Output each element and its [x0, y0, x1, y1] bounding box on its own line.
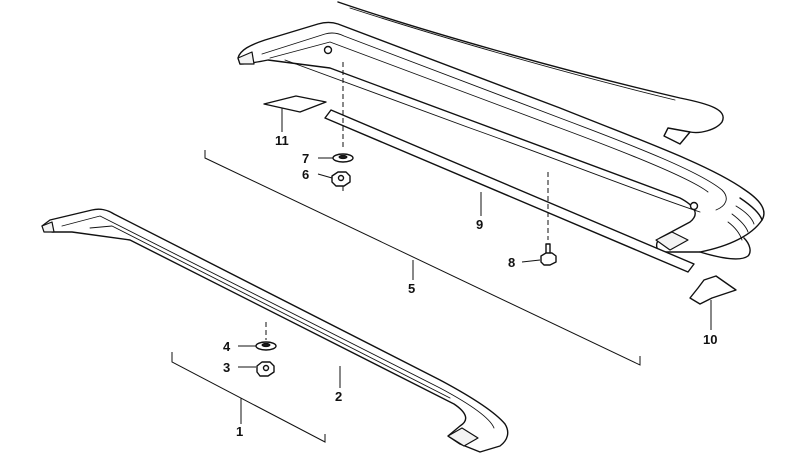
pad-11: [263, 95, 327, 113]
callout-5: 5: [408, 281, 415, 296]
rear-spoiler: [237, 1, 765, 260]
washer-4: [255, 341, 277, 351]
nut-6: [331, 171, 351, 187]
callout-7: 7: [302, 151, 309, 166]
washer-7: [332, 153, 354, 163]
callout-2: 2: [335, 389, 342, 404]
seal-strip: [324, 109, 695, 273]
bolt-8: [540, 243, 557, 266]
callout-8: 8: [508, 255, 515, 270]
callout-3: 3: [223, 360, 230, 375]
group-bracket-1: [171, 352, 326, 443]
callout-4: 4: [223, 339, 231, 354]
callout-11: 11: [275, 133, 289, 148]
callout-6: 6: [302, 167, 309, 182]
callout-9: 9: [476, 217, 483, 232]
group-bracket-5: [204, 150, 641, 366]
callout-10: 10: [703, 332, 717, 347]
callout-1: 1: [236, 424, 243, 439]
pad-10: [689, 275, 737, 305]
nut-3: [256, 361, 275, 377]
lower-spoiler: [41, 208, 509, 453]
